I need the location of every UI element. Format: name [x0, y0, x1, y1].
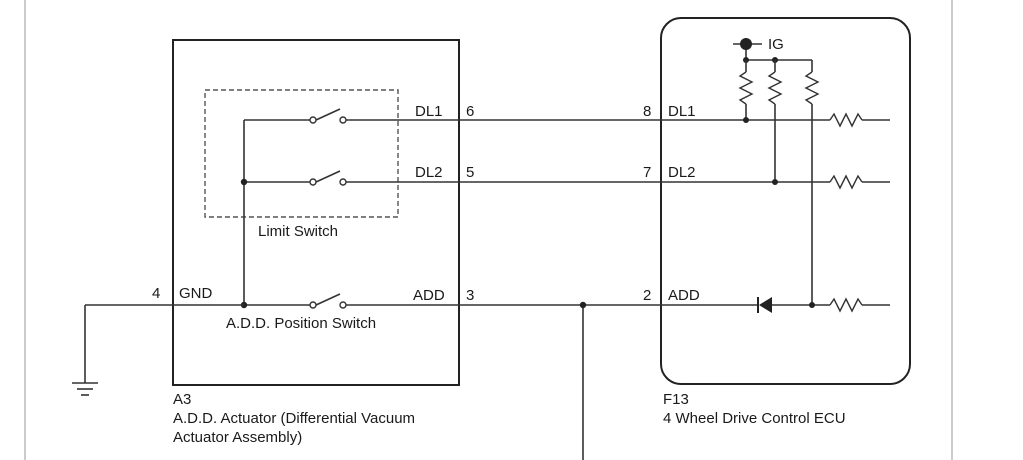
- actuator-name-line1: A.D.D. Actuator (Differential Vacuum: [173, 410, 415, 427]
- limit-switch-label: Limit Switch: [258, 223, 338, 240]
- actuator-pin-num-5: 5: [466, 164, 474, 181]
- actuator-internal-wiring: [240, 108, 459, 309]
- actuator-pin-name-dl1: DL1: [415, 103, 443, 120]
- actuator-pin-name-gnd: GND: [179, 285, 213, 302]
- ground-wire: [84, 304, 244, 383]
- actuator-ref: A3: [173, 391, 191, 408]
- ecu-supply-label: IG: [768, 36, 784, 53]
- actuator-pin-name-add: ADD: [413, 287, 445, 304]
- harness-wires: [459, 119, 661, 460]
- ecu-pin-name-dl2: DL2: [668, 164, 696, 181]
- actuator-box: [172, 39, 460, 386]
- ecu-internal-wiring: [661, 38, 890, 313]
- actuator-pin-name-dl2: DL2: [415, 164, 443, 181]
- actuator-pin-num-4: 4: [152, 285, 160, 302]
- ecu-pin-num-2: 2: [643, 287, 651, 304]
- actuator-pin-num-6: 6: [466, 103, 474, 120]
- ecu-pin-name-add: ADD: [668, 287, 700, 304]
- ecu-pin-num-8: 8: [643, 103, 651, 120]
- ground-icon: [72, 382, 98, 396]
- diode-icon: [757, 297, 772, 313]
- ecu-pin-num-7: 7: [643, 164, 651, 181]
- limit-switch-box: [204, 89, 399, 218]
- position-switch-label: A.D.D. Position Switch: [226, 315, 376, 332]
- ecu-ref: F13: [663, 391, 689, 408]
- actuator-name-line2: Actuator Assembly): [173, 429, 302, 446]
- ecu-box: [660, 17, 911, 385]
- ecu-pin-name-dl1: DL1: [668, 103, 696, 120]
- ecu-name: 4 Wheel Drive Control ECU: [663, 410, 846, 427]
- actuator-pin-num-3: 3: [466, 287, 474, 304]
